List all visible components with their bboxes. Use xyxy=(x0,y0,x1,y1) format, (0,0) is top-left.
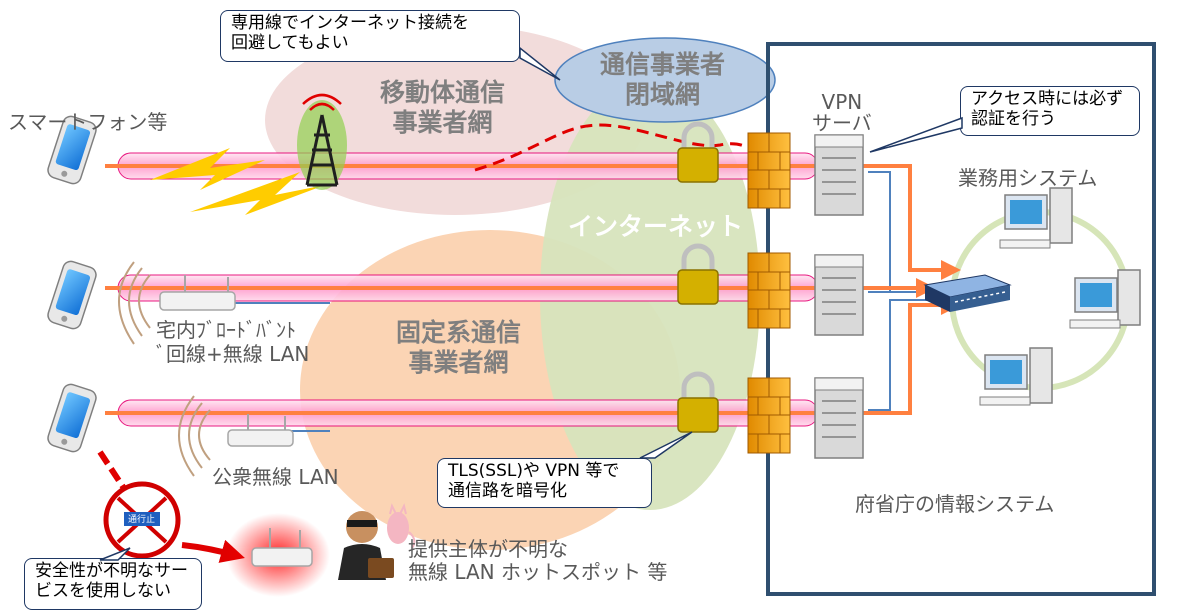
padlock-icon-3 xyxy=(677,371,719,433)
suspicious-person-icon xyxy=(338,511,394,580)
smartphone-icon-3 xyxy=(47,383,97,453)
no-entry-sign-text: 通行止 xyxy=(128,515,156,525)
smartphone-label: スマートフォン等 xyxy=(8,110,168,134)
antenna-tower-icon xyxy=(297,93,347,190)
callout-dedicated-line-line2: 回避してもよい xyxy=(231,32,349,53)
network-switch-icon xyxy=(923,274,1012,312)
vpn-server-line1: VPN xyxy=(821,90,863,114)
firewall-icon-3 xyxy=(747,377,791,454)
unknown-hotspot-label: 提供主体が不明な 無線 LAN ホットスポット 等 xyxy=(408,538,667,584)
smartphone-icon-2 xyxy=(47,260,97,330)
closed-network-label: 通信事業者閉域網 xyxy=(600,50,725,110)
fixed-network-line1: 固定系通信 xyxy=(396,318,522,347)
closed-network-path xyxy=(474,123,772,173)
vpn-server-icon-3 xyxy=(814,377,864,459)
wifi-signal-public xyxy=(178,395,211,477)
closed-network-line2: 閉域網 xyxy=(625,80,701,109)
firewall-icon-1 xyxy=(747,132,791,209)
mobile-network-line1: 移動体通信 xyxy=(380,78,506,107)
callout-dedicated-line: 専用線でインターネット接続を回避してもよい xyxy=(220,10,520,62)
callout-encryption-line2: 通信路を暗号化 xyxy=(448,480,567,501)
mobile-network-label: 移動体通信事業者網 xyxy=(380,78,505,138)
computer-icon-1 xyxy=(999,187,1073,249)
callout-encryption-line1: TLS(SSL)や VPN 等で xyxy=(448,461,620,481)
home-broadband-line1: 宅内ﾌﾞﾛｰﾄﾞﾊﾞﾝﾄ xyxy=(156,318,296,342)
smartphone-icon-1 xyxy=(47,115,97,185)
callout-auth: アクセス時には必ず認証を行う xyxy=(960,86,1140,136)
ministry-system-label: 府省庁の情報システム xyxy=(855,492,1055,516)
home-broadband-label: 宅内ﾌﾞﾛｰﾄﾞﾊﾞﾝﾄﾞ回線+無線 LAN xyxy=(156,318,309,366)
padlock-icon-1 xyxy=(677,121,719,183)
home-broadband-line2: ﾞ回線+無線 LAN xyxy=(156,342,310,366)
devil-icon xyxy=(387,503,416,549)
public-router-icon xyxy=(227,414,294,447)
business-system-label: 業務用システム xyxy=(958,166,1098,190)
callout-unsafe-line1: 安全性が不明なサー xyxy=(35,561,188,581)
unknown-hotspot-line1: 提供主体が不明な xyxy=(408,537,568,561)
callout-unsafe-line2: ビスを使用しない xyxy=(35,580,171,601)
firewall-icon-2 xyxy=(747,252,791,329)
computer-icon-2 xyxy=(1069,269,1141,329)
hotspot-router-icon xyxy=(251,528,313,567)
wifi-signal-home xyxy=(118,261,151,345)
mobile-network-line2: 事業者網 xyxy=(392,108,493,137)
callout-auth-line2: 認証を行う xyxy=(971,108,1056,129)
vpn-server-icon-2 xyxy=(814,254,864,336)
wireless-lightning xyxy=(150,148,325,215)
callout-auth-line1: アクセス時には必ず xyxy=(971,89,1124,109)
no-entry-sign-icon xyxy=(103,481,181,559)
computer-icon-3 xyxy=(979,347,1053,406)
home-router-icon xyxy=(159,275,236,311)
fixed-network-label: 固定系通信事業者網 xyxy=(396,318,521,378)
closed-network-line1: 通信事業者 xyxy=(600,50,726,79)
unknown-hotspot-line2: 無線 LAN ホットスポット 等 xyxy=(408,560,668,584)
callout-dedicated-line-line1: 専用線でインターネット接続を xyxy=(231,13,469,33)
vpn-server-line2: サーバ xyxy=(812,111,872,135)
internet-label: インターネット xyxy=(568,212,744,241)
public-wifi-label: 公衆無線 LAN xyxy=(212,465,339,489)
padlock-icon-2 xyxy=(677,243,719,305)
vpn-server-icon-1 xyxy=(814,134,864,216)
callout-unsafe: 安全性が不明なサービスを使用しない xyxy=(24,558,202,610)
callout-encryption: TLS(SSL)や VPN 等で通信路を暗号化 xyxy=(437,458,652,508)
fixed-network-line2: 事業者網 xyxy=(408,348,509,377)
